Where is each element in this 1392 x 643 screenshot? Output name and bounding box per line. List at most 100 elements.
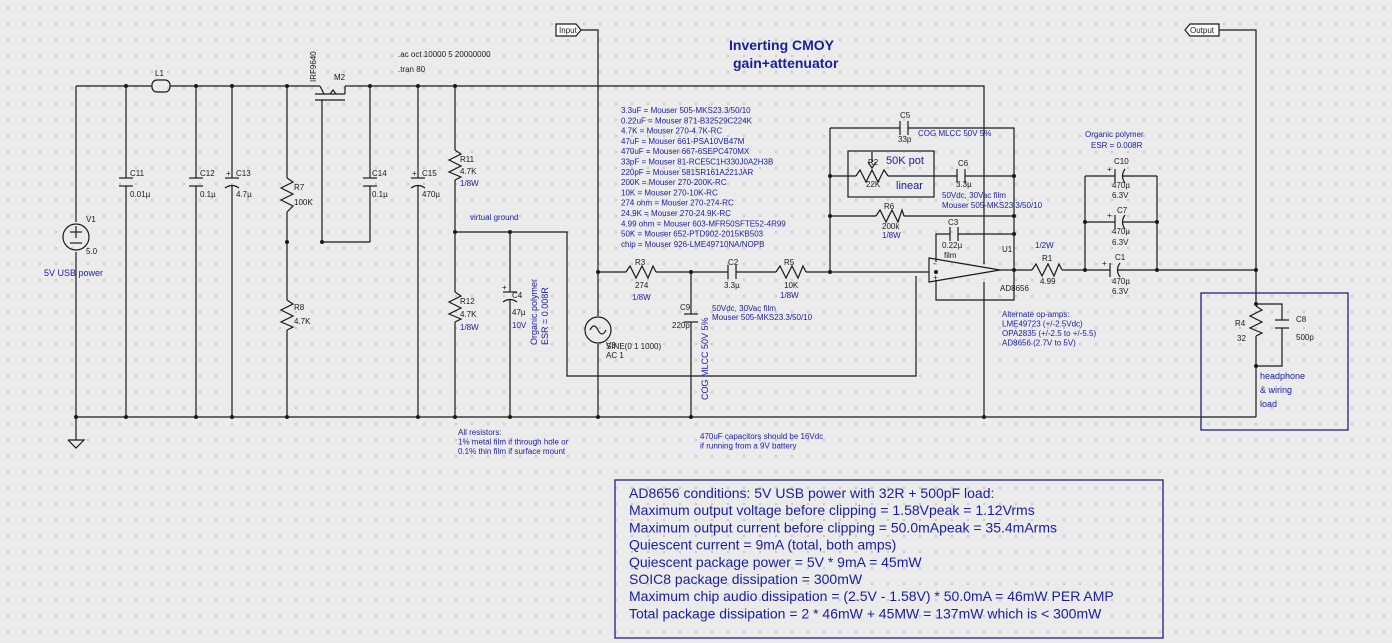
bom-line: 4.99 ohm = Mouser 603-MFR50SFTE52-4R99 [621,219,786,228]
svg-text:R6: R6 [884,202,895,211]
r2-resistor[interactable] [855,161,889,184]
resistor-note-line: 1% metal film if through hole or [458,438,569,447]
svg-text:Mouser 505-MKS23.3/50/10: Mouser 505-MKS23.3/50/10 [712,313,813,322]
output-port[interactable]: Output [1184,23,1220,37]
opamp-line: AD8656 (2.7V to 5V) [1002,339,1076,348]
condition-line: Total package dissipation = 2 * 46mW + 4… [629,605,1102,621]
condition-line: Quiescent current = 9mA (total, both amp… [629,537,896,553]
svg-text:V3: V3 [606,341,616,350]
load-box [1200,292,1349,431]
svg-text:SINE(0 1 1000): SINE(0 1 1000) [606,342,661,351]
ground-icon [67,439,86,449]
svg-text:4.99: 4.99 [1040,277,1056,286]
v1-source[interactable] [62,223,90,251]
svg-text:3.3µ: 3.3µ [956,180,972,189]
svg-text:C13: C13 [236,169,251,178]
bom-line: 220pF = Mouser 581SR161A221JAR [621,168,754,177]
r8-resistor[interactable] [279,299,295,331]
l1-inductor[interactable] [151,79,171,93]
condition-line: Maximum output current before clipping =… [629,519,1057,535]
svg-text:R3: R3 [635,258,646,267]
svg-text:47µ: 47µ [512,308,526,317]
c5-capacitor[interactable] [899,121,909,135]
condition-line: Maximum chip audio dissipation = (2.5V -… [629,588,1114,604]
c10-capacitor[interactable]: + [1107,165,1126,184]
c4-capacitor[interactable]: + [502,283,518,303]
bom-line: 200K = Mouser 270-200K-RC [621,178,727,187]
r7-resistor[interactable] [279,177,295,213]
cap-note-line: 470uF capacitors should be 16Vdc [700,432,823,441]
svg-text:C12: C12 [200,169,215,178]
svg-text:R11: R11 [460,155,475,164]
svg-text:+: + [226,169,231,178]
c13-capacitor[interactable]: + [224,169,240,189]
svg-text:ESR = 0.008R: ESR = 0.008R [540,287,550,345]
c14-capacitor[interactable] [363,177,377,187]
r1-resistor[interactable] [1031,262,1063,278]
u1-opamp[interactable]: - + [928,257,1001,283]
svg-text:33p: 33p [898,135,912,144]
v3-source[interactable] [584,316,612,344]
c3-capacitor[interactable] [949,227,959,241]
svg-text:470µ: 470µ [1112,227,1130,236]
svg-text:film: film [944,251,957,260]
svg-text:-: - [933,259,936,268]
r5-resistor[interactable] [775,264,807,280]
r12-resistor[interactable] [447,291,463,323]
resistor-note-line: 0.1% thin film if surface mount [458,447,566,456]
condition-line: AD8656 conditions: 5V USB power with 32R… [629,485,994,501]
pot-box [847,150,935,198]
r6-resistor[interactable] [875,208,905,224]
svg-text:220p: 220p [672,321,690,330]
c9-capacitor[interactable] [684,313,698,323]
svg-text:50Vdc, 30Vac film: 50Vdc, 30Vac film [712,304,776,313]
c15-capacitor[interactable]: + [410,169,426,189]
svg-text:R2: R2 [868,158,879,167]
svg-text:0.1µ: 0.1µ [372,190,388,199]
opamp-line: OPA2835 (+/-2.5 to +/-5.5) [1002,329,1096,338]
svg-text:C5: C5 [900,111,911,120]
r3-resistor[interactable] [625,264,657,280]
svg-text:R12: R12 [460,297,475,306]
bom-line: 470uF = Mouser 667-6SEPC470MX [621,147,750,156]
c2-capacitor[interactable] [727,265,737,279]
svg-text:C6: C6 [958,159,969,168]
bom-line: 0.22uF = Mouser 871-B32529C224K [621,116,753,125]
svg-text:470µ: 470µ [422,190,440,199]
svg-text:0.1µ: 0.1µ [200,190,216,199]
svg-text:1/8W: 1/8W [632,293,651,302]
r4-resistor[interactable] [1248,305,1264,337]
svg-text:R4: R4 [1235,319,1246,328]
opamp-alternates: Alternate op-amps:LME49723 (+/-2.5Vdc)OP… [1002,310,1096,348]
svg-text:R8: R8 [294,303,305,312]
r11-resistor[interactable] [447,149,463,181]
svg-text:4.7K: 4.7K [294,317,311,326]
m2-mosfet[interactable] [315,85,350,101]
c11-capacitor[interactable] [119,177,133,187]
svg-text:4.7K: 4.7K [460,167,477,176]
svg-text:Input: Input [559,26,578,35]
svg-text:+: + [933,273,938,282]
svg-text:R7: R7 [294,183,305,192]
svg-text:Mouser 505-MKS23.3/50/10: Mouser 505-MKS23.3/50/10 [942,201,1043,210]
condition-line: SOIC8 package dissipation = 300mW [629,571,863,587]
svg-text:470µ: 470µ [1112,277,1130,286]
svg-text:0.01µ: 0.01µ [130,190,151,199]
condition-line: Quiescent package power = 5V * 9mA = 45m… [629,554,922,570]
c7-capacitor[interactable]: + [1107,211,1126,230]
c6-capacitor[interactable] [956,169,966,183]
input-port[interactable]: Input [555,23,582,37]
svg-text:C7: C7 [1117,206,1128,215]
c12-capacitor[interactable] [189,177,203,187]
svg-text:COG MLCC 50V 5%: COG MLCC 50V 5% [700,317,710,400]
svg-text:4.7K: 4.7K [460,310,477,319]
svg-text:AD8656: AD8656 [1000,284,1029,293]
bom-list: 3.3uF = Mouser 505-MKS23.3/50/100.22uF =… [621,106,786,249]
svg-text:Organic polymer: Organic polymer [1085,130,1144,139]
c8-capacitor[interactable] [1275,319,1289,329]
bom-line: chip = Mouser 926-LME49710NA/NOPB [621,240,764,249]
conditions-box [614,479,1164,639]
c1-capacitor[interactable]: + [1102,259,1121,278]
